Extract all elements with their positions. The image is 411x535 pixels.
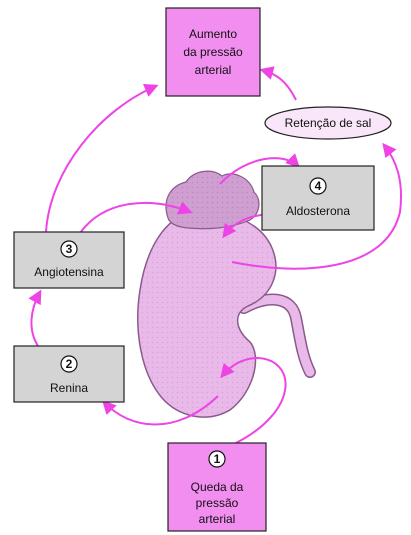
step-2-number: 2 — [66, 357, 73, 371]
aumento-line-1: Aumento — [189, 27, 237, 41]
aumento-line-3: arterial — [195, 63, 232, 77]
node-angiotensina: 3 Angiotensina — [14, 232, 124, 288]
node-aldosterona: 4 Aldosterona — [262, 166, 374, 230]
aumento-line-2: da pressão — [183, 45, 243, 59]
queda-line-2: pressão — [196, 496, 239, 510]
step-3-number: 3 — [66, 242, 73, 256]
aldosterona-label: Aldosterona — [286, 204, 350, 218]
step-4-number: 4 — [315, 179, 322, 193]
arrow-retencao-to-aumento — [262, 70, 296, 100]
angiotensina-label: Angiotensina — [34, 265, 104, 279]
step-1-number: 1 — [214, 452, 221, 466]
node-aumento-pressao: Aumento da pressão arterial — [166, 8, 260, 96]
arrow-angiotensina-to-aumento — [46, 86, 156, 232]
node-queda-pressao: 1 Queda da pressão arterial — [168, 443, 266, 531]
kidney-shading — [138, 211, 276, 417]
retencao-label: Retenção de sal — [285, 116, 372, 130]
arrow-renina-to-angiotensina — [31, 292, 40, 346]
renina-label: Renina — [50, 381, 88, 395]
queda-line-3: arterial — [199, 512, 236, 526]
queda-line-1: Queda da — [191, 480, 244, 494]
node-retencao-sal: Retenção de sal — [265, 107, 391, 139]
node-renina: 2 Renina — [14, 346, 124, 402]
